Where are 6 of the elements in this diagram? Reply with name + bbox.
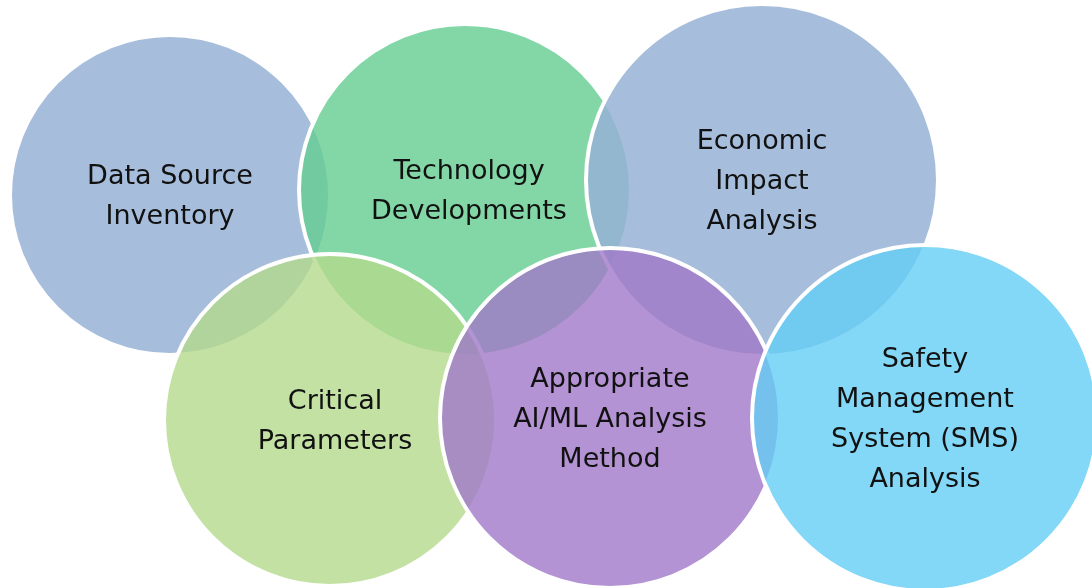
circle-label: Critical Parameters (256, 383, 414, 457)
circle-label: Data Source Inventory (86, 158, 254, 232)
circle-label: Safety Management System (SMS) Analysis (830, 341, 1020, 495)
circle-label: Appropriate AI/ML Analysis Method (512, 361, 708, 475)
circle-label: Economic Impact Analysis (695, 123, 829, 237)
circle-label: Technology Developments (370, 153, 568, 227)
